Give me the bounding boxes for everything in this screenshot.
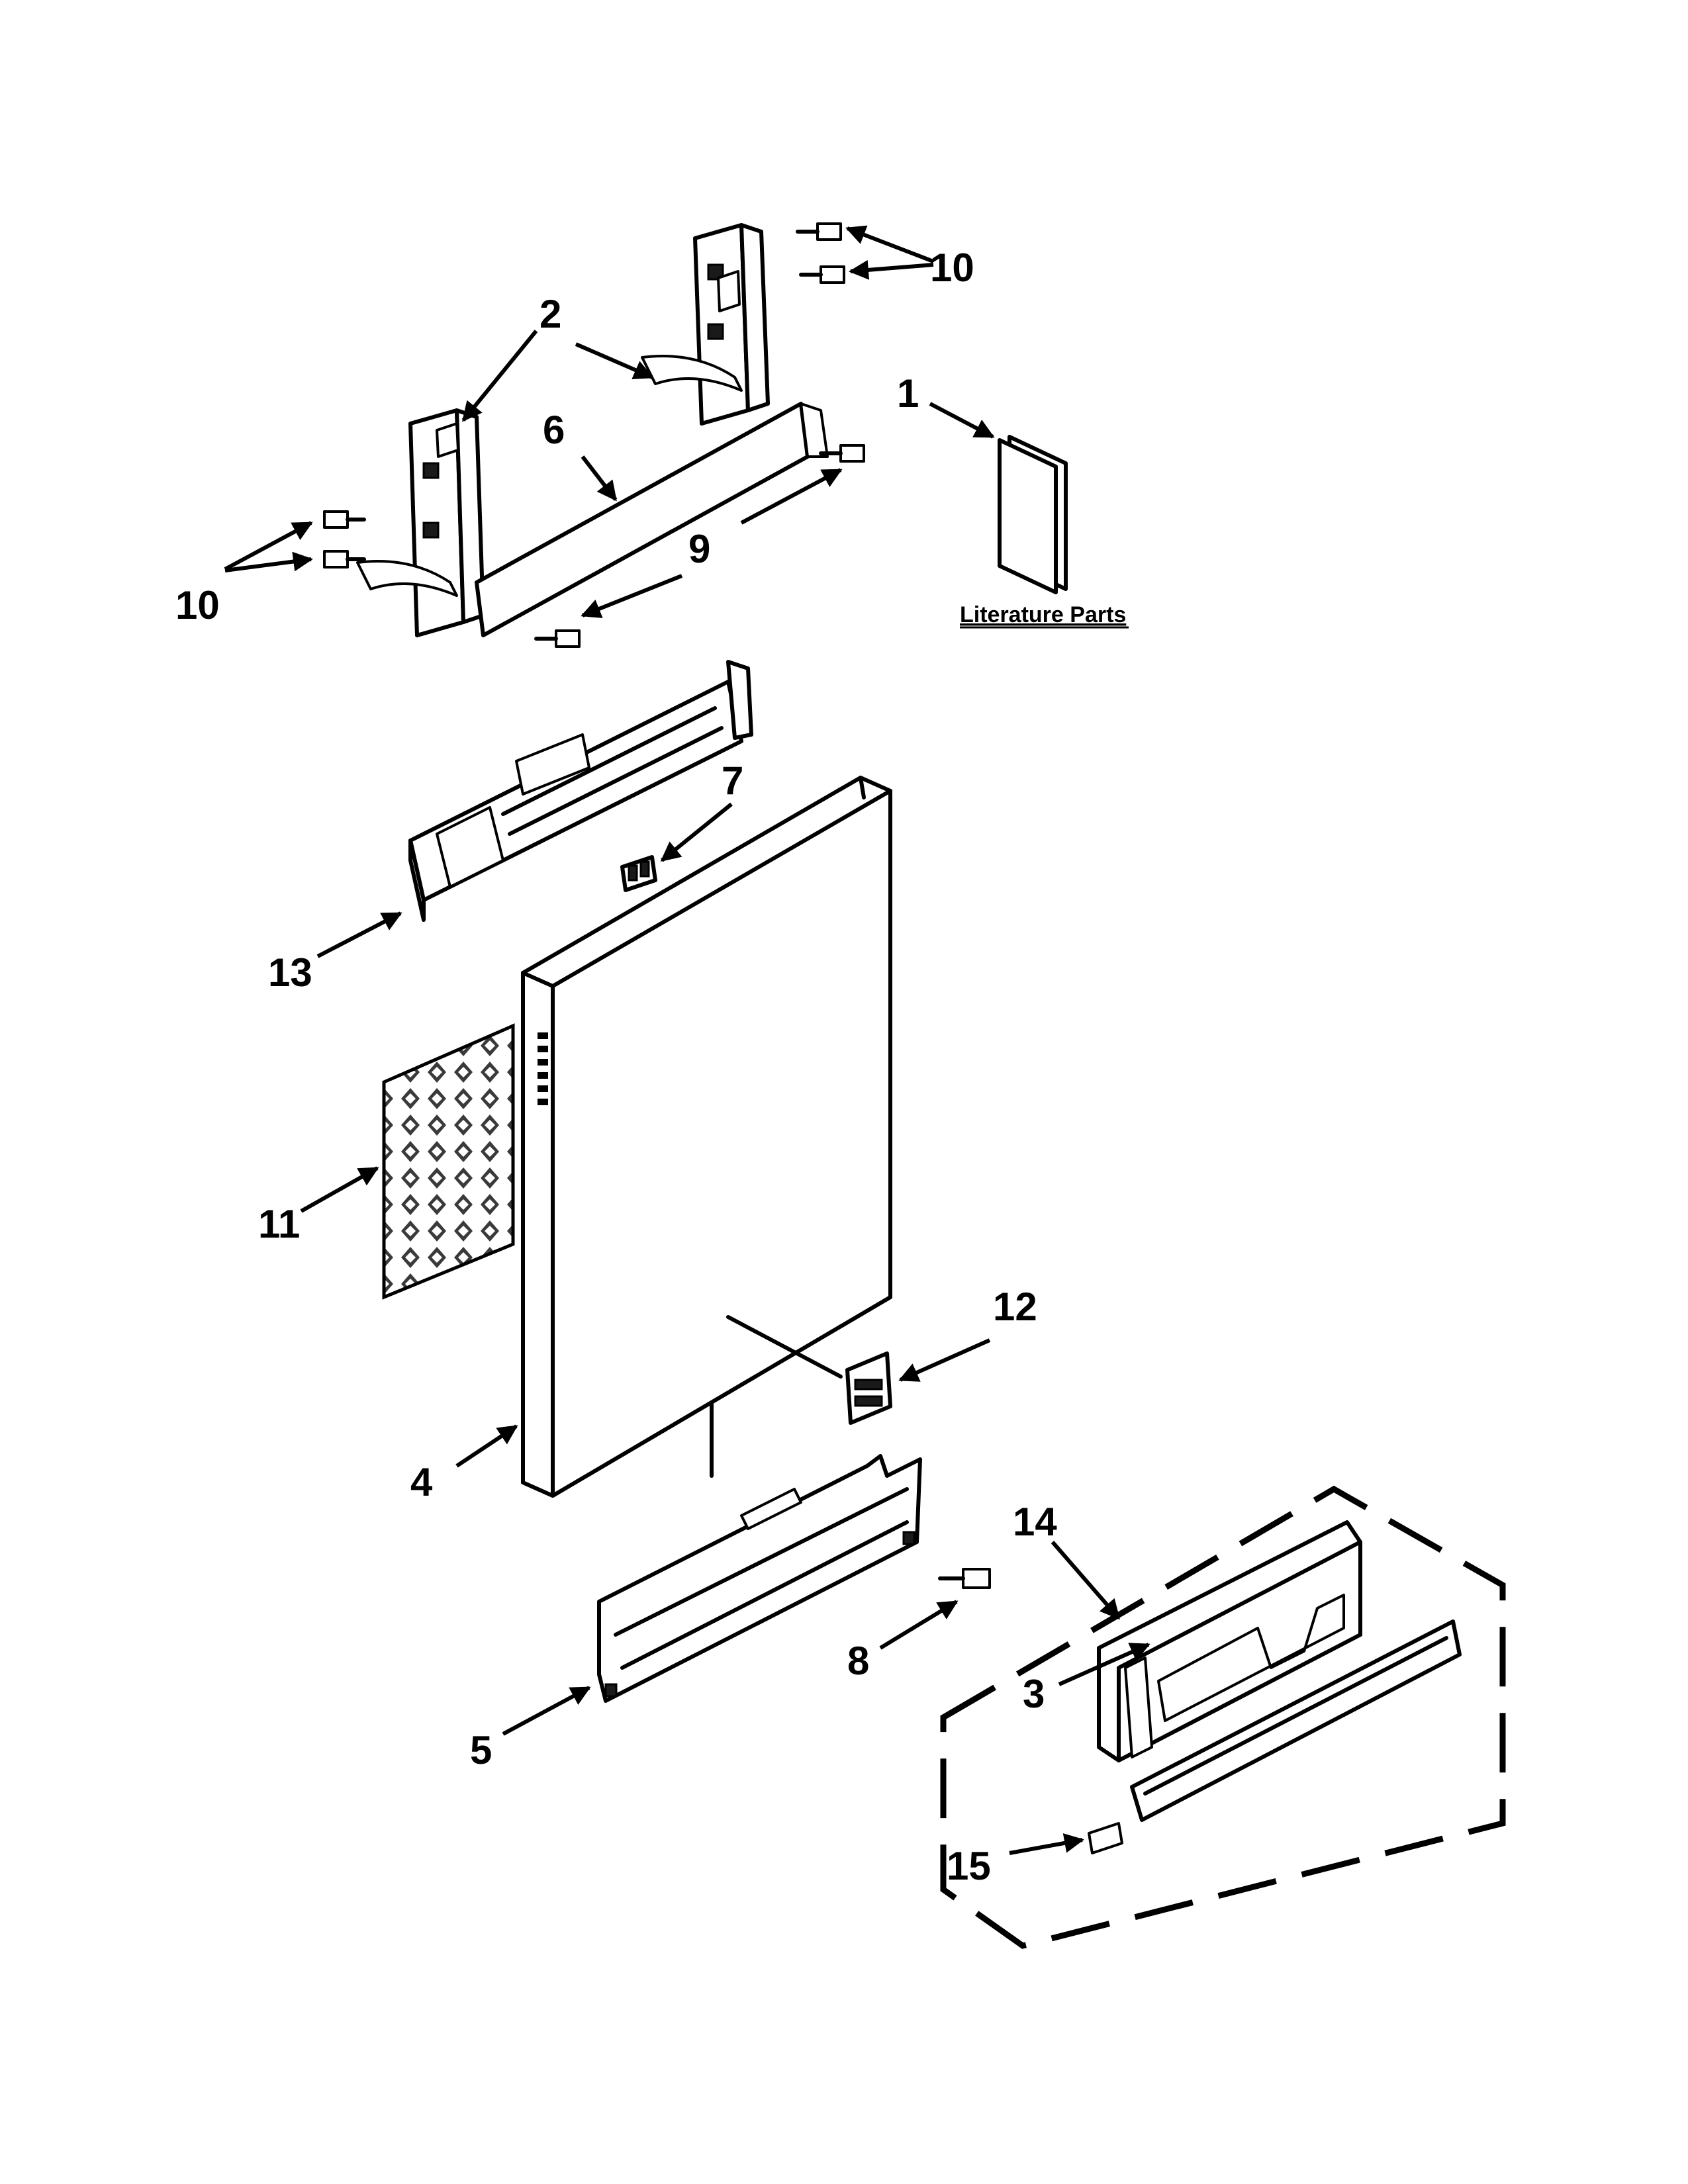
callout-13: 13	[268, 950, 312, 995]
callout-3: 3	[1023, 1672, 1045, 1716]
control-panel	[408, 660, 753, 922]
callout-9: 9	[688, 527, 710, 571]
kit-toe-strip	[1130, 1619, 1462, 1822]
callout-4: 4	[410, 1460, 433, 1504]
kit-clip	[1088, 1822, 1123, 1854]
door-panel	[521, 776, 892, 1498]
callout-14: 14	[1013, 1500, 1057, 1544]
callout-11: 11	[258, 1202, 300, 1246]
callout-10-top: 10	[930, 246, 974, 290]
callout-8: 8	[847, 1639, 869, 1683]
callout-2: 2	[539, 292, 561, 336]
callout-12: 12	[993, 1285, 1037, 1329]
callout-7: 7	[722, 758, 743, 803]
brand-badge	[845, 1351, 892, 1425]
callout-6: 6	[543, 408, 565, 452]
callout-10-left: 10	[175, 583, 220, 627]
toe-panel-bracket	[597, 1454, 922, 1703]
kit-packing-insert	[1097, 1520, 1362, 1762]
door-switch	[620, 855, 657, 892]
hinge-bracket-left	[356, 408, 485, 637]
callout-5: 5	[470, 1728, 492, 1772]
toe-panel-screw	[938, 1568, 991, 1589]
literature-parts-label: Literature Parts	[960, 602, 1126, 627]
vent-slots	[538, 1032, 548, 1105]
callout-1: 1	[897, 371, 919, 416]
literature-booklet	[998, 435, 1068, 594]
door-bracket-rail	[475, 402, 829, 637]
hinge-bracket-right	[641, 223, 770, 426]
kit-outline	[940, 1485, 1506, 1949]
insulation-mesh	[382, 1023, 515, 1300]
callout-15: 15	[947, 1844, 991, 1888]
screw-set	[323, 222, 865, 648]
